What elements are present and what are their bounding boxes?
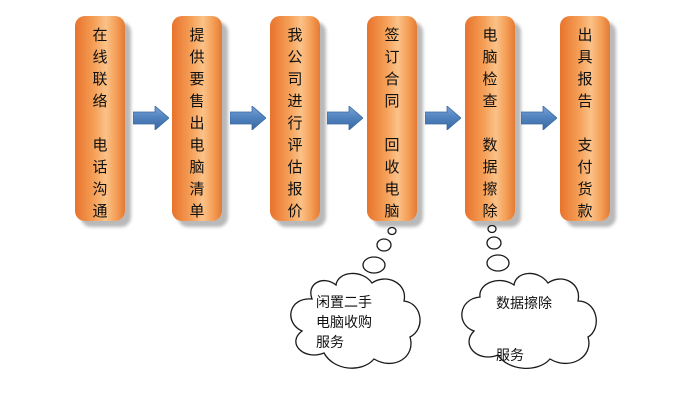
step-inspect-erase: 电 脑 检 查 数 据 擦 除: [465, 16, 515, 221]
right-arrow-icon: [425, 106, 461, 130]
right-arrow-icon: [521, 106, 557, 130]
right-arrow-icon: [327, 106, 363, 130]
thought-cloud-icon: [290, 226, 421, 369]
step-sign-contract-label: 签 订 合 同 回 收 电 脑: [384, 26, 400, 220]
right-arrow-icon: [230, 106, 266, 130]
step-contact: 在 线 联 络 电 话 沟 通: [75, 16, 125, 221]
step-sign-contract: 签 订 合 同 回 收 电 脑: [367, 16, 417, 221]
thought-cloud-data-erasure: 数据擦除 服务: [458, 225, 598, 375]
step-contact-label: 在 线 联 络 电 话 沟 通: [92, 26, 108, 220]
cloud-recycling-text: 闲置二手 电脑收购 服务: [316, 295, 372, 351]
thought-cloud-icon: [461, 225, 597, 370]
step-report-payment-label: 出 具 报 告 支 付 货 款: [577, 26, 593, 220]
step-provide-list-label: 提 供 要 售 出 电 脑 清 单: [189, 26, 205, 220]
right-arrow-icon: [133, 106, 169, 130]
step-report-payment: 出 具 报 告 支 付 货 款: [560, 16, 610, 221]
cloud-data-erasure-text: 数据擦除 服务: [496, 296, 552, 364]
step-evaluate-quote: 我 公 司 进 行 评 估 报 价: [270, 16, 320, 221]
step-inspect-erase-label: 电 脑 检 查 数 据 擦 除: [482, 26, 498, 220]
thought-cloud-recycling: 闲置二手 电脑收购 服务: [282, 225, 422, 375]
step-provide-list: 提 供 要 售 出 电 脑 清 单: [172, 16, 222, 221]
step-evaluate-quote-label: 我 公 司 进 行 评 估 报 价: [287, 26, 303, 220]
